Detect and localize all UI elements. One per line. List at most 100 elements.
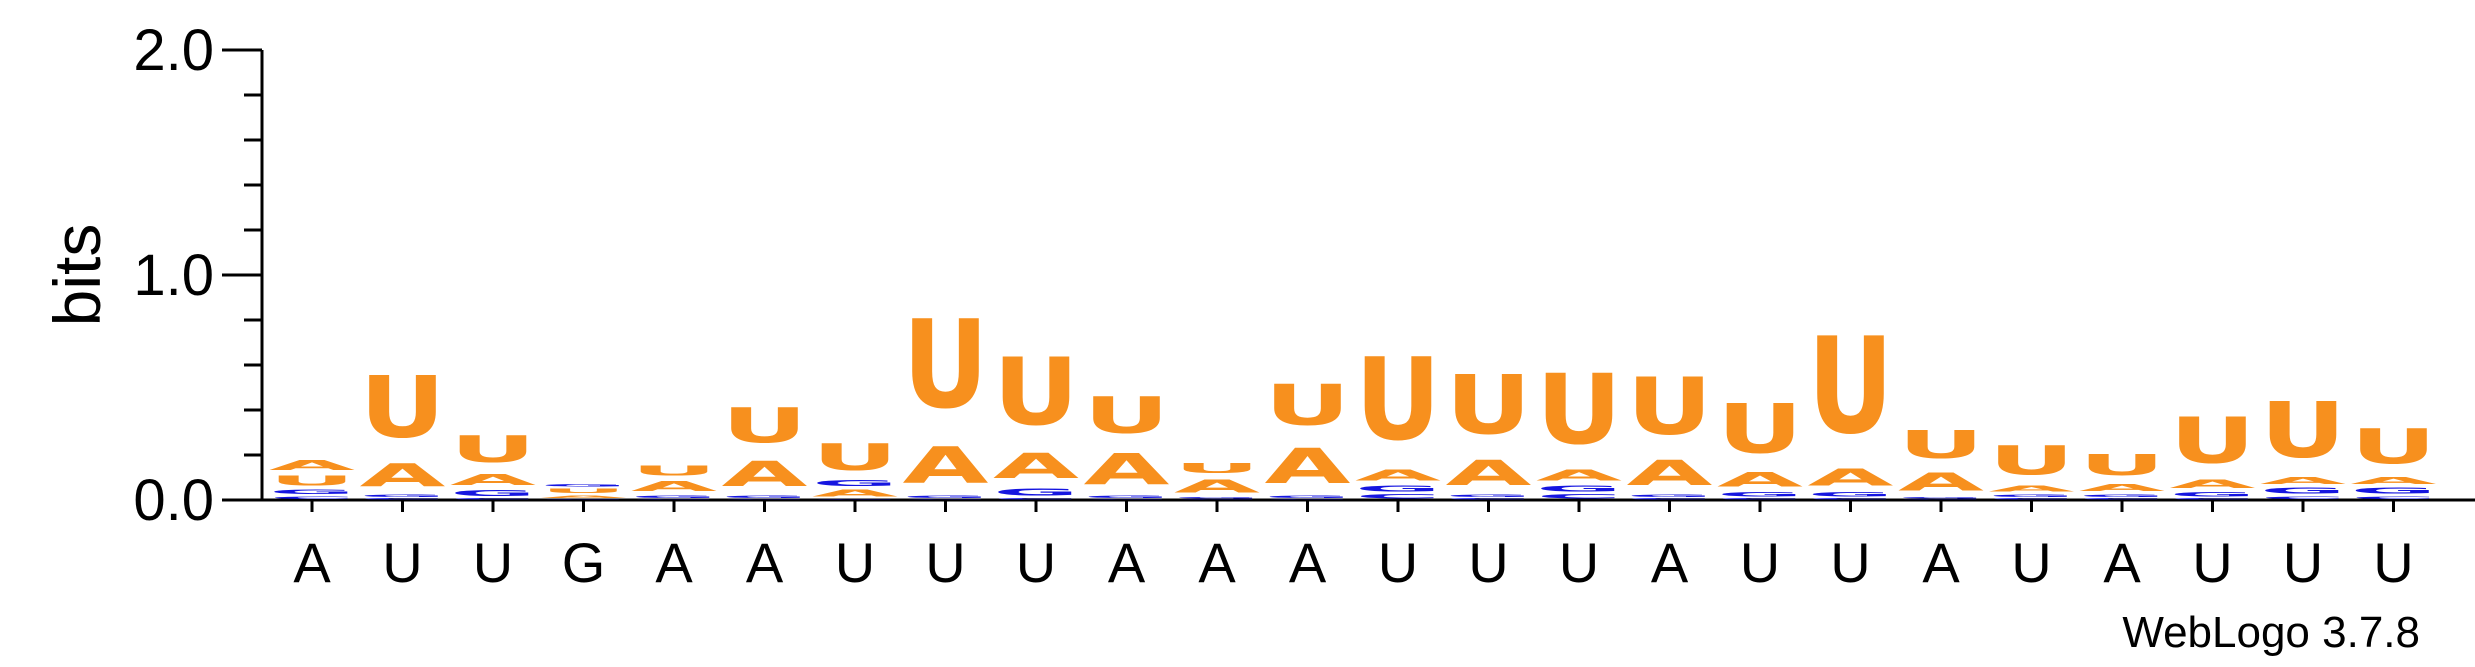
logo-letter-C: C	[1989, 498, 2075, 500]
logo-letter-A: A	[1717, 469, 1803, 491]
logo-letter-G: G	[1084, 494, 1170, 498]
logo-letter-C: C	[541, 499, 627, 500]
logo-letter-U: U	[450, 428, 536, 471]
x-tick-label: A	[1922, 531, 1960, 594]
x-tick-label: U	[2011, 531, 2051, 594]
logo-letter-A: A	[1355, 466, 1441, 484]
logo-letter-C: C	[269, 496, 355, 501]
logo-letter-A: A	[450, 471, 536, 489]
logo-letter-G: G	[2351, 487, 2437, 496]
logo-letter-G: G	[1265, 494, 1351, 498]
x-tick-label: U	[835, 531, 875, 594]
logo-letter-U: U	[1808, 311, 1894, 465]
logo-letter-A: A	[631, 479, 717, 495]
logo-letter-A: A	[2170, 478, 2256, 491]
logo-letter-U: U	[1717, 390, 1803, 468]
x-tick-label: A	[1651, 531, 1689, 594]
logo-letter-U: U	[2079, 449, 2165, 482]
logo-letter-G: G	[812, 479, 898, 488]
logo-letter-C: C	[1446, 498, 1532, 500]
logo-letter-G: G	[1446, 493, 1532, 497]
logo-letter-C: C	[2351, 496, 2437, 501]
x-tick-label: U	[2283, 531, 2323, 594]
logo-letter-U: U	[1355, 334, 1441, 466]
x-tick-label: A	[655, 531, 693, 594]
logo-letter-C: C	[903, 499, 989, 500]
logo-letter-C: C	[360, 498, 446, 500]
y-tick-label: 1.0	[133, 243, 214, 308]
logo-letter-U: U	[269, 473, 355, 489]
logo-letter-U: U	[2260, 385, 2346, 475]
logo-letter-A: A	[360, 458, 446, 494]
logo-letter-A: A	[269, 457, 355, 473]
logo-letter-U: U	[1898, 422, 1984, 467]
logo-letter-C: C	[1898, 499, 1984, 500]
logo-letter-U: U	[541, 488, 627, 495]
x-tick-label: U	[925, 531, 965, 594]
logo-letter-A: A	[722, 455, 808, 495]
logo-letter-A: A	[2260, 475, 2346, 486]
x-tick-label: U	[1830, 531, 1870, 594]
logo-letter-G: G	[903, 494, 989, 498]
logo-letter-U: U	[2170, 403, 2256, 477]
logo-letter-U: U	[1174, 461, 1260, 477]
logo-stacks: CGUACGAUCGAUCAUGCGAUCGAUCAGUCGAUCGAUCGAU…	[269, 294, 2436, 500]
logo-letter-G: G	[269, 489, 355, 496]
logo-letter-C: C	[993, 498, 1079, 500]
logo-letter-C: C	[1536, 493, 1622, 500]
logo-letter-G: G	[541, 483, 627, 487]
x-tick-label: A	[2103, 531, 2141, 594]
logo-letter-U: U	[631, 463, 717, 479]
logo-letter-G: G	[2260, 487, 2346, 496]
logo-letter-G: G	[722, 494, 808, 498]
logo-letter-U: U	[1265, 373, 1351, 438]
logo-letter-U: U	[1989, 437, 2075, 484]
logo-letter-C: C	[1174, 499, 1260, 500]
logo-letter-A: A	[1808, 464, 1894, 491]
logo-letter-U: U	[1536, 354, 1622, 466]
x-tick-label: U	[1378, 531, 1418, 594]
x-tick-label: U	[382, 531, 422, 594]
logo-letter-C: C	[2170, 498, 2256, 500]
y-axis-label: bits	[40, 224, 114, 327]
y-axis: 0.01.02.0 bits	[40, 18, 2475, 533]
x-tick-label: U	[1468, 531, 1508, 594]
logo-letter-C: C	[631, 499, 717, 500]
logo-letter-U: U	[2351, 420, 2437, 476]
logo-letter-C: C	[450, 498, 536, 500]
x-tick-label: U	[2373, 531, 2413, 594]
logo-letter-A: A	[1989, 484, 2075, 493]
logo-letter-C: C	[1627, 498, 1713, 500]
x-tick-label: A	[746, 531, 784, 594]
logo-letter-G: G	[450, 489, 536, 498]
logo-letter-C: C	[2079, 498, 2165, 500]
logo-letter-A: A	[1446, 453, 1532, 493]
logo-letter-U: U	[722, 398, 808, 454]
logo-letter-C: C	[1808, 498, 1894, 500]
logo-letter-G: G	[1627, 493, 1713, 497]
x-tick-label: A	[1108, 531, 1146, 594]
logo-letter-U: U	[993, 339, 1079, 446]
logo-letter-A: A	[1084, 445, 1170, 494]
x-tick-label: A	[293, 531, 331, 594]
x-tick-label: U	[1740, 531, 1780, 594]
logo-letter-A: A	[541, 494, 627, 499]
x-tick-label: U	[1559, 531, 1599, 594]
logo-letter-A: A	[1536, 466, 1622, 484]
logo-letter-G: G	[1989, 493, 2075, 497]
logo-letter-G: G	[1355, 484, 1441, 493]
logo-letter-G: G	[1174, 497, 1260, 499]
logo-letter-C: C	[812, 499, 898, 500]
logo-letter-A: A	[812, 488, 898, 499]
x-tick-label: G	[562, 531, 606, 594]
logo-letter-C: C	[722, 499, 808, 500]
logo-letter-G: G	[360, 493, 446, 497]
logo-letter-U: U	[360, 358, 446, 457]
logo-letter-A: A	[2079, 482, 2165, 493]
logo-letter-G: G	[993, 487, 1079, 498]
logo-letter-U: U	[1627, 361, 1713, 453]
x-tick-label: U	[2192, 531, 2232, 594]
logo-letter-C: C	[1265, 499, 1351, 500]
